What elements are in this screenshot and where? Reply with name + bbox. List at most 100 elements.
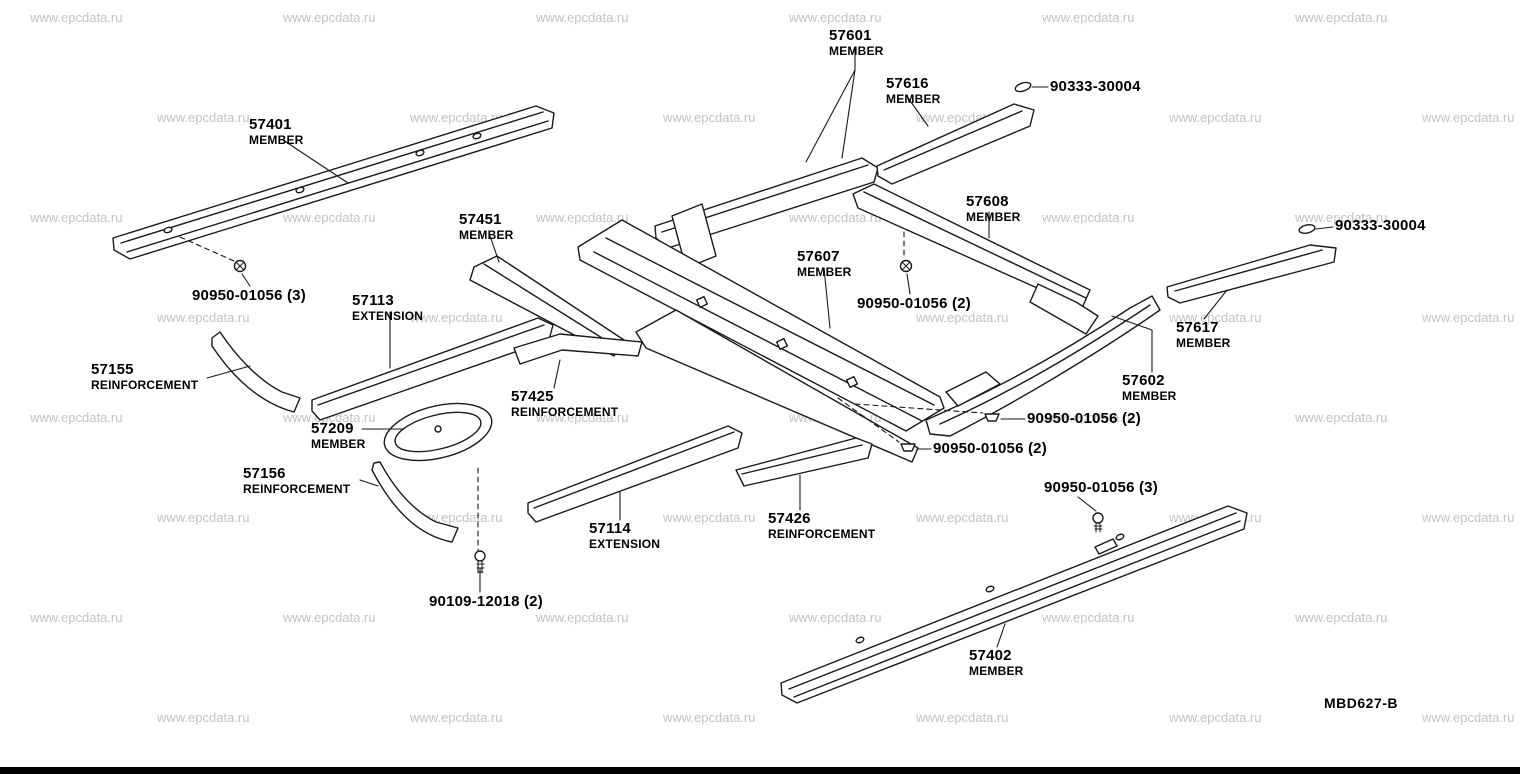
part-57401-drawing [112, 105, 555, 260]
part-label-57608: 57608 MEMBER [966, 194, 1021, 223]
assembly-detail [635, 309, 919, 463]
watermark: www.epcdata.ru [1169, 110, 1262, 125]
part-number: 57209 [311, 420, 354, 437]
part-number: 57602 [1122, 372, 1165, 389]
watermark: www.epcdata.ru [30, 210, 123, 225]
part-number: 57451 [459, 211, 502, 228]
part-number: 57156 [243, 465, 286, 482]
watermark: www.epcdata.ru [916, 310, 1009, 325]
part-desc: MEMBER [249, 132, 304, 147]
part-label-90950-01056-center: 90950-01056 (2) [857, 296, 971, 312]
part-label-57602: 57602 MEMBER [1122, 373, 1177, 402]
part-number: 57608 [966, 193, 1009, 210]
part-desc: MEMBER [459, 227, 514, 242]
watermark: www.epcdata.ru [1295, 410, 1388, 425]
part-label-90950-01056-sill: 90950-01056 (3) [1044, 480, 1158, 496]
part-57402-drawing [780, 505, 1248, 704]
part-desc: REINFORCEMENT [768, 526, 876, 541]
part-desc: MEMBER [1176, 335, 1231, 350]
watermark: www.epcdata.ru [30, 610, 123, 625]
watermark: www.epcdata.ru [30, 410, 123, 425]
watermark: www.epcdata.ru [916, 710, 1009, 725]
part-number: 57616 [886, 75, 929, 92]
part-label-57401: 57401 MEMBER [249, 117, 304, 146]
watermark: www.epcdata.ru [157, 510, 250, 525]
watermark: www.epcdata.ru [663, 110, 756, 125]
watermark: www.epcdata.ru [283, 210, 376, 225]
watermark: www.epcdata.ru [283, 610, 376, 625]
watermark: www.epcdata.ru [1042, 410, 1135, 425]
part-number: 57402 [969, 647, 1012, 664]
part-number: 57425 [511, 388, 554, 405]
part-number: 90333-30004 [1335, 217, 1426, 234]
part-number: 90950-01056 (2) [857, 295, 971, 312]
assembly-detail [1029, 283, 1099, 335]
watermark: www.epcdata.ru [663, 510, 756, 525]
watermark: www.epcdata.ru [1295, 10, 1388, 25]
watermark: www.epcdata.ru [283, 10, 376, 25]
watermark: www.epcdata.ru [536, 410, 629, 425]
part-label-90950-01056-r1: 90950-01056 (2) [1027, 411, 1141, 427]
part-label-57601: 57601 MEMBER [829, 28, 884, 57]
part-label-57402: 57402 MEMBER [969, 648, 1024, 677]
watermark: www.epcdata.ru [30, 10, 123, 25]
part-number: 90950-01056 (3) [192, 287, 306, 304]
part-desc: EXTENSION [589, 536, 661, 551]
grommet-right [1298, 224, 1316, 234]
bottom-bar [0, 767, 1520, 774]
part-57608-drawing [852, 183, 1099, 335]
part-label-90950-01056-left: 90950-01056 (3) [192, 288, 306, 304]
leader-lines [206, 47, 1334, 648]
screw-fastener-left [233, 259, 247, 273]
part-desc: MEMBER [311, 436, 366, 451]
part-desc: EXTENSION [352, 308, 424, 323]
part-desc: REINFORCEMENT [243, 481, 351, 496]
watermark: www.epcdata.ru [1422, 510, 1515, 525]
watermark: www.epcdata.ru [789, 210, 882, 225]
screw-fastener-sill [1092, 512, 1104, 533]
watermark: www.epcdata.ru [536, 10, 629, 25]
watermark: www.epcdata.ru [1042, 610, 1135, 625]
watermark: www.epcdata.ru [410, 110, 503, 125]
grommet-top [1014, 81, 1032, 93]
part-desc: REINFORCEMENT [91, 377, 199, 392]
diagram-code: MBD627-B [1324, 696, 1398, 711]
part-57425-drawing [513, 333, 643, 365]
part-number: 57113 [352, 292, 394, 309]
watermark: www.epcdata.ru [410, 310, 503, 325]
dashed-leader-lines [179, 231, 984, 551]
part-label-57617: 57617 MEMBER [1176, 320, 1231, 349]
part-57114-drawing [527, 425, 743, 523]
part-desc: MEMBER [969, 663, 1024, 678]
part-label-57616: 57616 MEMBER [886, 76, 941, 105]
part-label-90950-01056-r2: 90950-01056 (2) [933, 441, 1047, 457]
watermark: www.epcdata.ru [1295, 610, 1388, 625]
watermark: www.epcdata.ru [157, 710, 250, 725]
part-57602-drawing [925, 295, 1161, 437]
watermark: www.epcdata.ru [663, 710, 756, 725]
diagram-code-text: MBD627-B [1324, 695, 1399, 711]
part-label-90109-12018: 90109-12018 (2) [429, 594, 543, 610]
part-57616-drawing [876, 103, 1035, 185]
watermark: www.epcdata.ru [1169, 710, 1262, 725]
assembly-detail [671, 203, 717, 269]
clip-fastener-right-upper [984, 413, 1000, 422]
part-desc: MEMBER [1122, 388, 1177, 403]
part-number: 57114 [589, 520, 631, 537]
part-number: 90109-12018 (2) [429, 593, 543, 610]
watermark: www.epcdata.ru [1422, 310, 1515, 325]
assembly-detail [945, 371, 1001, 407]
part-label-57451: 57451 MEMBER [459, 212, 514, 241]
part-label-57156: 57156 REINFORCEMENT [243, 466, 350, 495]
part-label-57113: 57113 EXTENSION [352, 293, 423, 322]
clip-fastener-right-lower [900, 443, 916, 452]
part-desc: MEMBER [966, 209, 1021, 224]
part-number: 90950-01056 (2) [933, 440, 1047, 457]
part-57209-drawing [383, 402, 493, 462]
part-57155-drawing [211, 331, 301, 413]
watermark: www.epcdata.ru [1422, 710, 1515, 725]
watermark: www.epcdata.ru [789, 10, 882, 25]
watermark: www.epcdata.ru [1422, 110, 1515, 125]
